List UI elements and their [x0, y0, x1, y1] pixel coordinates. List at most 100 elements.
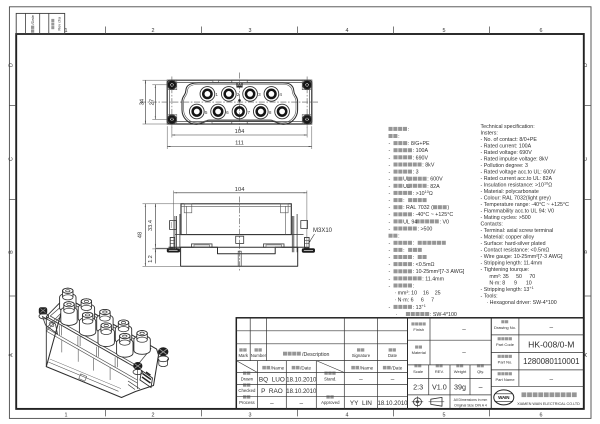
- svg-text:Scale: Scale: [413, 369, 424, 374]
- svg-text::: :: [403, 198, 406, 204]
- svg-text:V1.0: V1.0: [432, 383, 447, 392]
- svg-text:Approved: Approved: [321, 400, 340, 405]
- svg-text:18.10.2010: 18.10.2010: [286, 389, 317, 395]
- svg-text:): ): [447, 205, 449, 211]
- svg-text:: 690V: : 690V: [413, 155, 429, 161]
- svg-text:B: B: [9, 250, 15, 254]
- svg-text:: 13+1: : 13+1: [413, 304, 426, 311]
- svg-text:C: C: [583, 157, 589, 161]
- svg-text:- Tools:: - Tools:: [481, 293, 498, 299]
- svg-text:-: -: [389, 262, 392, 268]
- svg-text:39g: 39g: [454, 382, 466, 391]
- svg-text:: 8kV: : 8kV: [422, 162, 435, 168]
- svg-text:- Insulation resistance: >1010: - Insulation resistance: >1010Ω: [481, 182, 553, 189]
- svg-text:6: 6: [226, 110, 229, 115]
- svg-text:: 100A: : 100A: [413, 148, 429, 154]
- svg-text:WAIN: WAIN: [498, 395, 509, 400]
- svg-text:: 600V: : 600V: [427, 177, 443, 183]
- svg-text:/Name: /Name: [271, 365, 285, 370]
- svg-text:REV.: REV.: [435, 369, 444, 374]
- svg-text:- Terminal: axial screw termin: - Terminal: axial screw terminal: [481, 228, 554, 234]
- svg-text:: V0: : V0: [440, 219, 449, 225]
- svg-text:–: –: [270, 400, 274, 407]
- svg-text:: RAL 7032 (: : RAL 7032 (: [403, 205, 433, 211]
- svg-text:- Surface: hard-silver plated: - Surface: hard-silver plated: [481, 241, 546, 247]
- svg-text:–: –: [300, 400, 304, 407]
- svg-text:18.10.2010: 18.10.2010: [286, 377, 317, 383]
- svg-text:/Description: /Description: [302, 352, 330, 358]
- svg-text:111: 111: [235, 141, 244, 147]
- svg-text:- Stripping length: 13+1: - Stripping length: 13+1: [481, 286, 534, 293]
- svg-text:2: 2: [152, 28, 155, 34]
- svg-text:Material: Material: [412, 350, 426, 355]
- svg-text:Signature: Signature: [352, 353, 371, 358]
- svg-text:Date: Date: [388, 353, 398, 358]
- svg-text:34: 34: [139, 98, 145, 105]
- svg-text:M3X10: M3X10: [313, 228, 333, 234]
- svg-text:UL 94: UL 94: [403, 219, 417, 225]
- svg-text:Number: Number: [251, 353, 267, 358]
- svg-text:–: –: [462, 327, 466, 334]
- svg-text:-: -: [389, 269, 392, 275]
- svg-text:- Colour: RAL 7032(light grey): - Colour: RAL 7032(light grey): [481, 196, 552, 202]
- svg-text:4: 4: [279, 92, 282, 97]
- svg-text:-: -: [389, 241, 392, 247]
- svg-text::: :: [398, 134, 399, 140]
- svg-text:: >500: : >500: [418, 227, 433, 233]
- svg-text:-: -: [389, 219, 392, 225]
- svg-text:1.2: 1.2: [148, 255, 154, 263]
- svg-text:2: 2: [152, 413, 155, 419]
- svg-text:-: -: [389, 227, 392, 233]
- svg-text:Stand.: Stand.: [324, 376, 336, 381]
- svg-text:- Flammability acc.to UL 94: V: - Flammability acc.to UL 94: V0: [481, 209, 555, 215]
- svg-text:-: -: [389, 198, 392, 204]
- svg-text:–: –: [550, 324, 554, 331]
- svg-text:YY LIN: YY LIN: [350, 400, 372, 407]
- svg-text:6: 6: [540, 413, 543, 419]
- svg-text:Weight: Weight: [454, 369, 467, 374]
- svg-text:- Rated voltage acc.to UL: 600: - Rated voltage acc.to UL: 600V: [481, 169, 557, 175]
- svg-text:Insters:: Insters:: [481, 130, 498, 136]
- svg-text:- Material: copper alloy: - Material: copper alloy: [481, 235, 535, 241]
- svg-text:- Rated current: 100A: - Rated current: 100A: [481, 143, 532, 149]
- svg-text:Process: Process: [239, 400, 255, 405]
- svg-text:- Contact resistance: <0.5mΩ: - Contact resistance: <0.5mΩ: [481, 248, 550, 254]
- svg-text:27: 27: [149, 99, 155, 105]
- svg-text:- Wire gauge: 10-25mm²[7-3 AWG: - Wire gauge: 10-25mm²[7-3 AWG]: [481, 254, 563, 260]
- svg-text:-: -: [389, 162, 392, 168]
- svg-text:HK-008/0-M: HK-008/0-M: [528, 340, 574, 350]
- svg-text:: 3: : 3: [413, 170, 419, 176]
- svg-text:·: ·: [389, 312, 400, 318]
- svg-text:A: A: [583, 353, 589, 357]
- svg-text:Original Size DIN A 4: Original Size DIN A 4: [454, 404, 487, 408]
- svg-text:1: 1: [65, 28, 68, 34]
- svg-text:-: -: [389, 148, 392, 154]
- svg-text:-: -: [389, 248, 392, 254]
- svg-text:–: –: [479, 385, 483, 392]
- svg-text:· Hexagonal driver: SW-4*100: · Hexagonal driver: SW-4*100: [481, 300, 557, 306]
- svg-text:8: 8: [269, 110, 272, 115]
- svg-text:D: D: [9, 63, 15, 67]
- svg-text:: 10-25mm²[7-3 AWG]: : 10-25mm²[7-3 AWG]: [413, 269, 465, 275]
- svg-text:–: –: [391, 377, 395, 384]
- svg-text:Part No.: Part No.: [498, 359, 513, 364]
- svg-text:-: -: [389, 177, 392, 183]
- svg-text::: :: [413, 283, 414, 289]
- svg-text:3: 3: [249, 28, 252, 34]
- svg-text:- Temperature range: -40°C ~ +: - Temperature range: -40°C ~ +125°C: [481, 202, 570, 208]
- svg-text:6: 6: [540, 28, 543, 34]
- svg-text:-: -: [389, 205, 392, 211]
- svg-text::: :: [398, 234, 399, 240]
- svg-text:A: A: [9, 353, 15, 357]
- svg-text:: 11.4mm: : 11.4mm: [422, 276, 444, 282]
- svg-text:- Pollution degree: 3: - Pollution degree: 3: [481, 163, 528, 169]
- svg-text:XIAMEN WAIN ELECTRICAL CO.LTD: XIAMEN WAIN ELECTRICAL CO.LTD: [517, 402, 580, 406]
- svg-text:- No. of contact: 8/0+PE: - No. of contact: 8/0+PE: [481, 137, 538, 143]
- svg-text:7: 7: [248, 110, 251, 115]
- svg-text:N·m: 8 9 10: N·m: 8 9 10: [481, 280, 532, 286]
- svg-text:104: 104: [235, 187, 245, 193]
- svg-text:- Stripping length: 11.4mm: - Stripping length: 11.4mm: [481, 261, 543, 267]
- svg-text:33.4: 33.4: [148, 220, 154, 231]
- svg-text:-: -: [389, 276, 392, 282]
- svg-text:: 82A: : 82A: [427, 184, 440, 190]
